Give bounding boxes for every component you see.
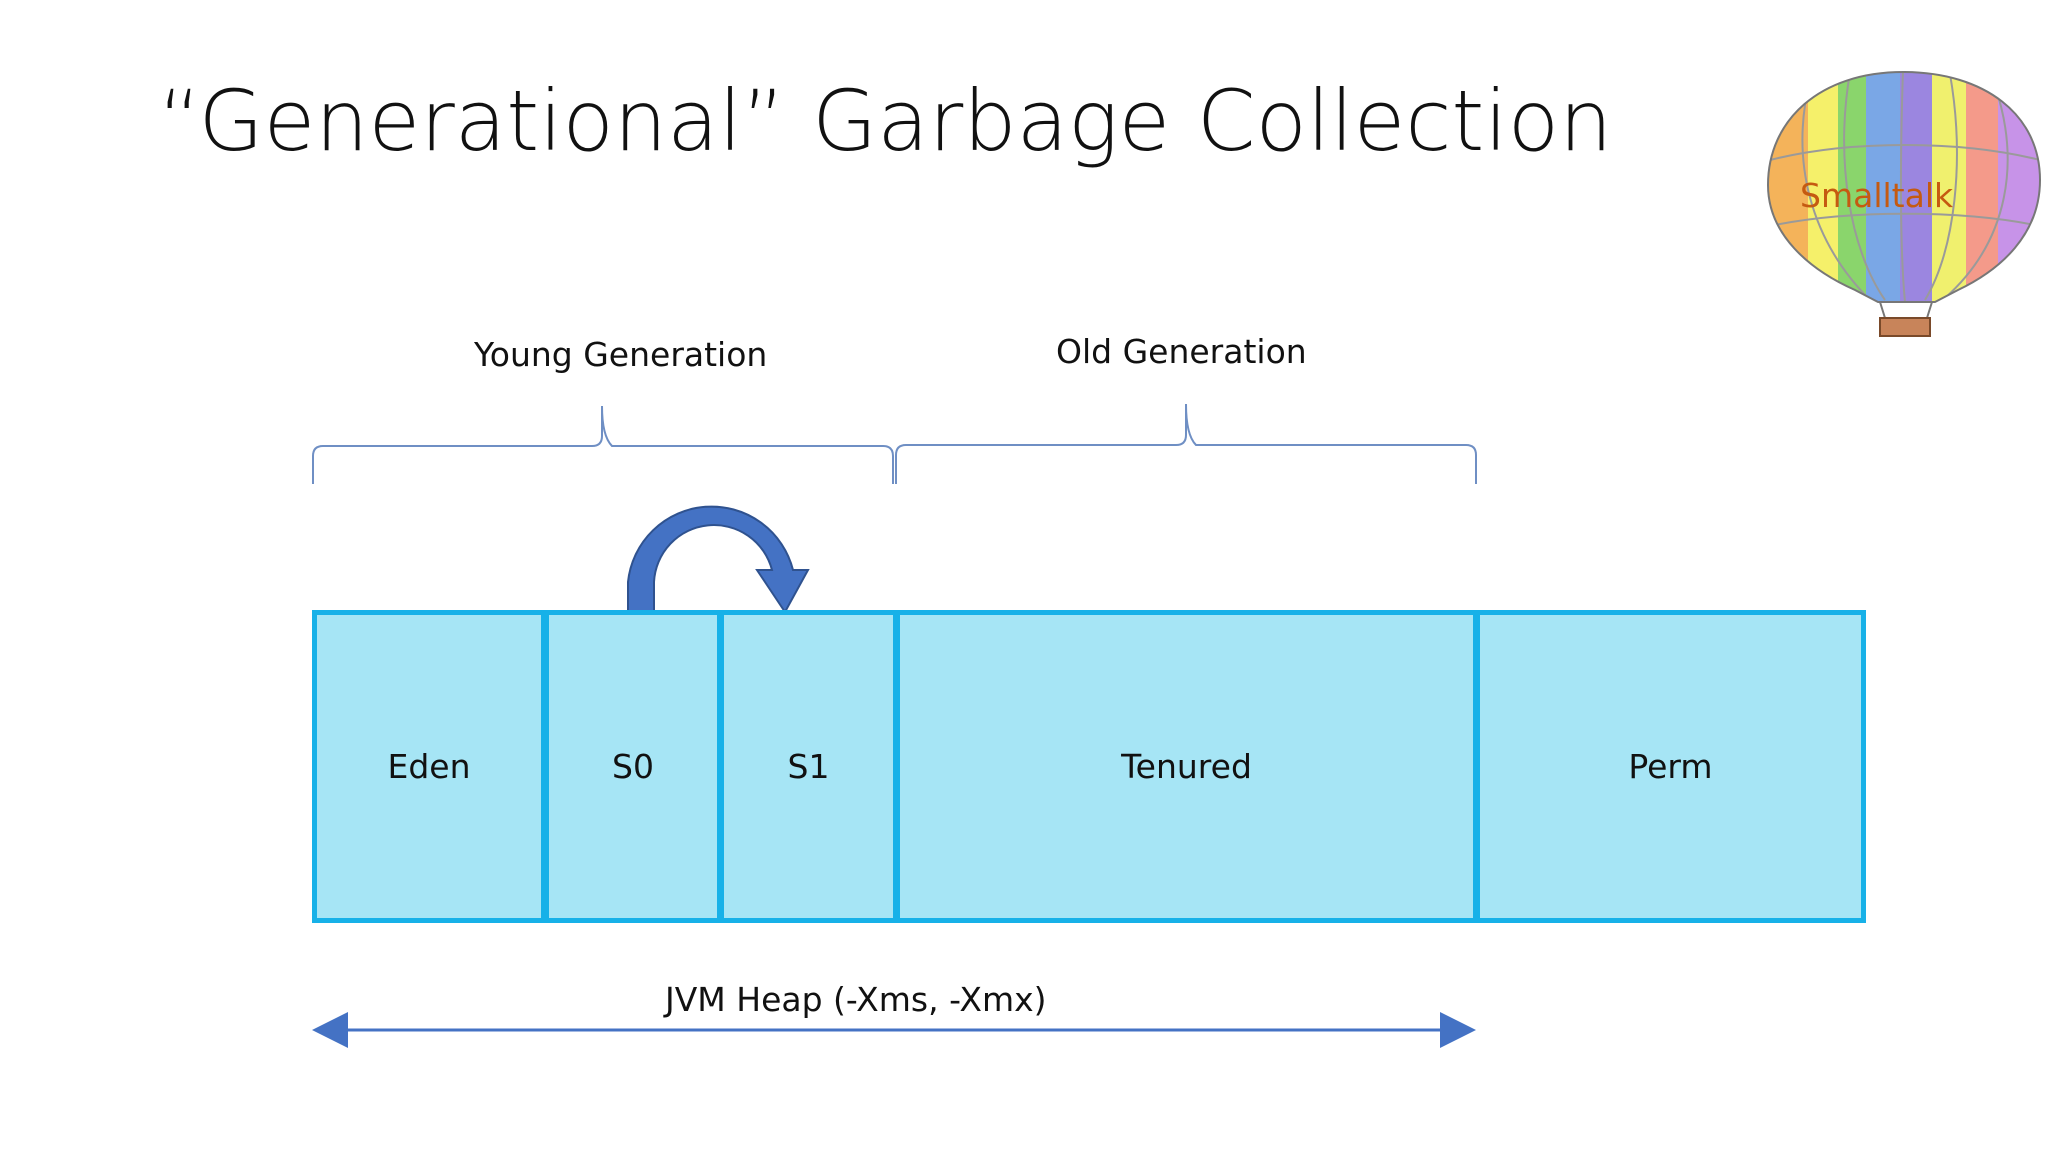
- logo-text: Smalltalk: [1800, 176, 1954, 215]
- region-eden: Eden: [312, 610, 546, 923]
- region-perm: Perm: [1475, 610, 1866, 923]
- young-generation-label: Young Generation: [474, 335, 768, 374]
- heap-label: JVM Heap (-Xms, -Xmx): [665, 980, 1047, 1019]
- balloon-basket: [1879, 317, 1931, 337]
- region-tenured: Tenured: [895, 610, 1478, 923]
- region-s0: S0: [544, 610, 722, 923]
- region-s1-label: S1: [787, 747, 830, 786]
- old-generation-brace: [895, 403, 1477, 484]
- region-s0-label: S0: [612, 747, 654, 786]
- slide-title: “Generational” Garbage Collection: [158, 72, 1613, 170]
- region-s1: S1: [719, 610, 898, 923]
- region-perm-label: Perm: [1628, 747, 1713, 786]
- region-tenured-label: Tenured: [1121, 747, 1252, 786]
- region-eden-label: Eden: [387, 747, 471, 786]
- survivor-swap-arrow: [627, 505, 810, 614]
- young-generation-brace: [312, 405, 894, 484]
- old-generation-label: Old Generation: [1056, 332, 1307, 371]
